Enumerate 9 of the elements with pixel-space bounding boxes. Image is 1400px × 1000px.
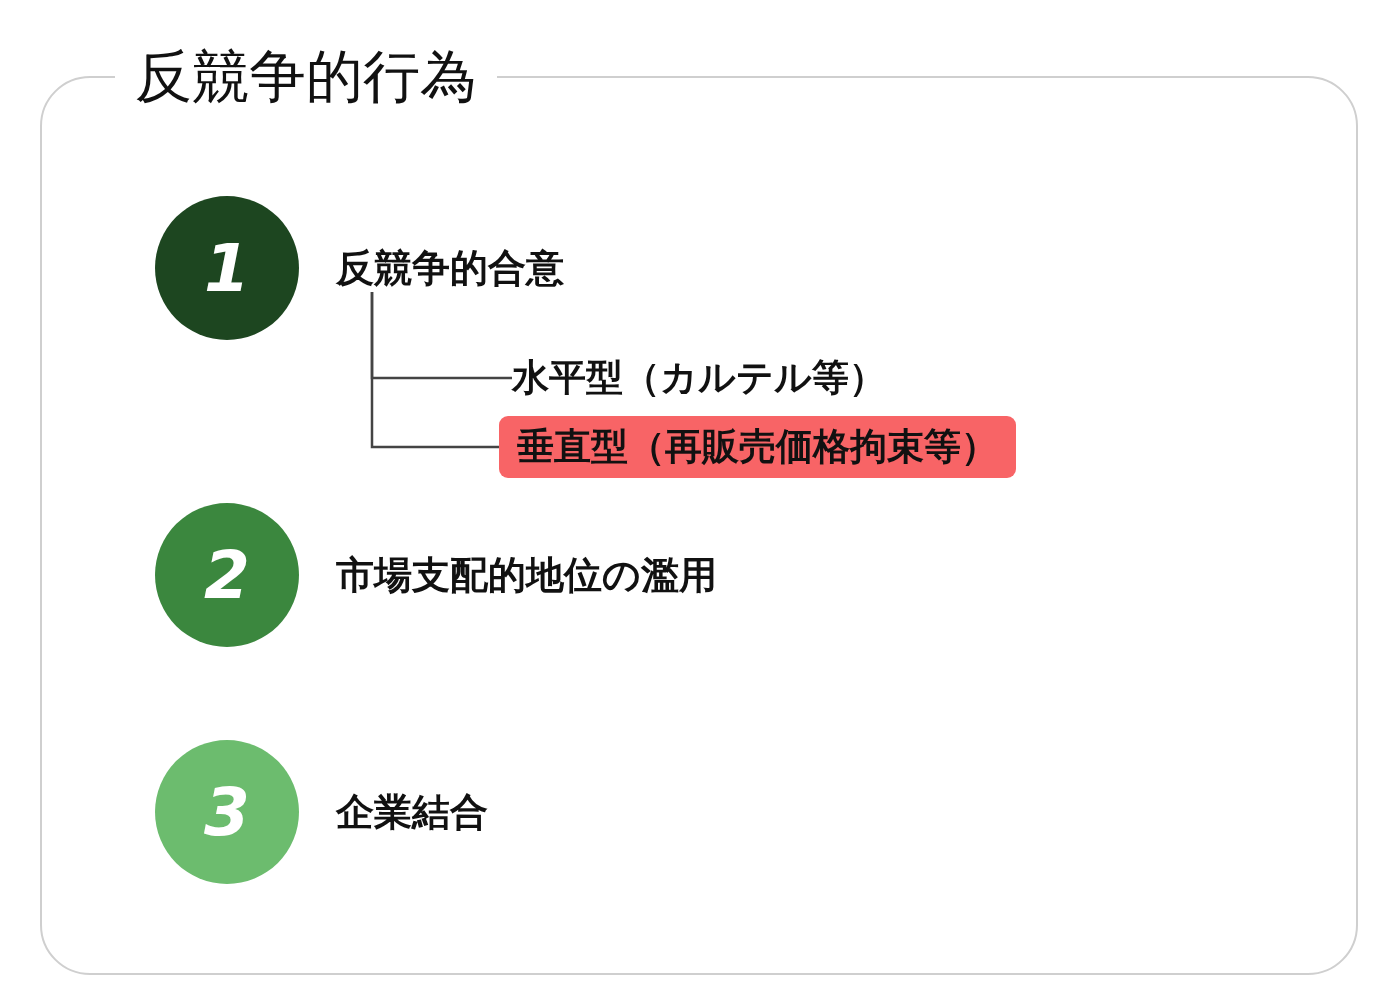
highlighted-subitem: 垂直型（再販売価格拘束等）	[499, 416, 1016, 478]
tree-connector	[370, 292, 499, 449]
item-label: 反競争的合意	[336, 244, 564, 292]
number-circle: 3	[155, 740, 299, 884]
item-label: 企業結合	[336, 789, 488, 836]
number-circle: 2	[155, 503, 299, 647]
number-circle: 1	[155, 196, 299, 340]
subitem-label: 水平型（カルテル等）	[512, 355, 886, 401]
item-label: 市場支配的地位の濫用	[336, 552, 717, 599]
